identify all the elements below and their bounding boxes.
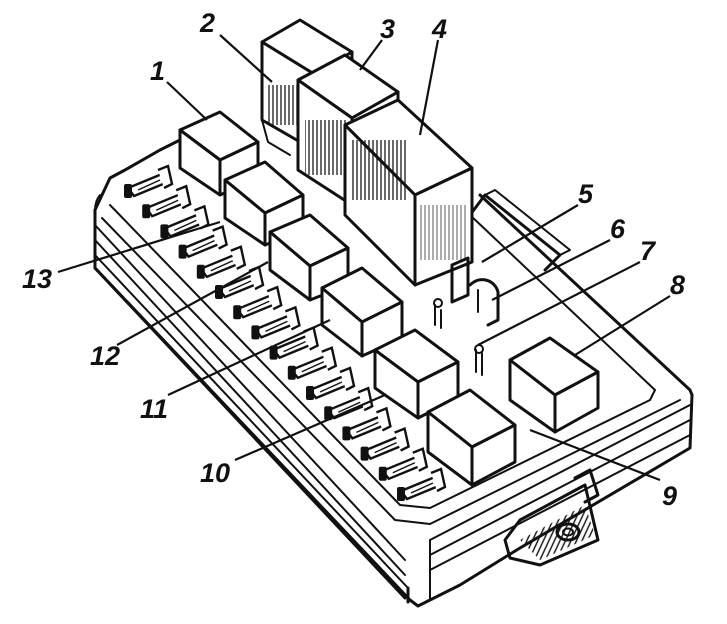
fuse — [324, 386, 374, 421]
callout-10: 10 — [200, 458, 230, 488]
callout-12: 12 — [90, 341, 120, 371]
fuse — [233, 285, 283, 320]
leader-lines — [57, 34, 671, 482]
fuse — [397, 467, 447, 501]
fuse-row — [124, 164, 447, 501]
callout-1: 1 — [150, 56, 165, 86]
fuse — [142, 184, 192, 219]
callout-5: 5 — [578, 179, 594, 209]
callout-9: 9 — [662, 481, 677, 511]
callout-8: 8 — [670, 270, 685, 300]
fuse — [215, 265, 265, 299]
relay-4 — [343, 98, 474, 287]
callout-4: 4 — [431, 14, 447, 44]
fuse — [378, 447, 429, 481]
callout-labels: 1 2 3 4 5 6 7 8 9 10 11 12 13 — [22, 8, 685, 511]
relay-12 — [268, 213, 350, 302]
fuse — [178, 224, 228, 259]
callout-13: 13 — [22, 264, 52, 294]
fuse — [196, 245, 247, 279]
fuse — [342, 406, 392, 441]
relay-9 — [426, 388, 517, 487]
callout-7: 7 — [640, 236, 657, 266]
fuse — [287, 346, 338, 380]
callout-6: 6 — [610, 214, 626, 244]
fuse — [124, 164, 174, 198]
housing — [93, 138, 694, 608]
mounting-tab — [503, 468, 600, 567]
callout-11: 11 — [140, 394, 168, 424]
fuse — [160, 204, 210, 239]
fuse — [306, 366, 356, 400]
connector-pins — [433, 256, 500, 376]
fuse — [251, 305, 301, 340]
fuse — [360, 426, 410, 461]
callout-2: 2 — [199, 8, 215, 38]
relay-8 — [508, 336, 600, 434]
callout-3: 3 — [380, 14, 395, 44]
